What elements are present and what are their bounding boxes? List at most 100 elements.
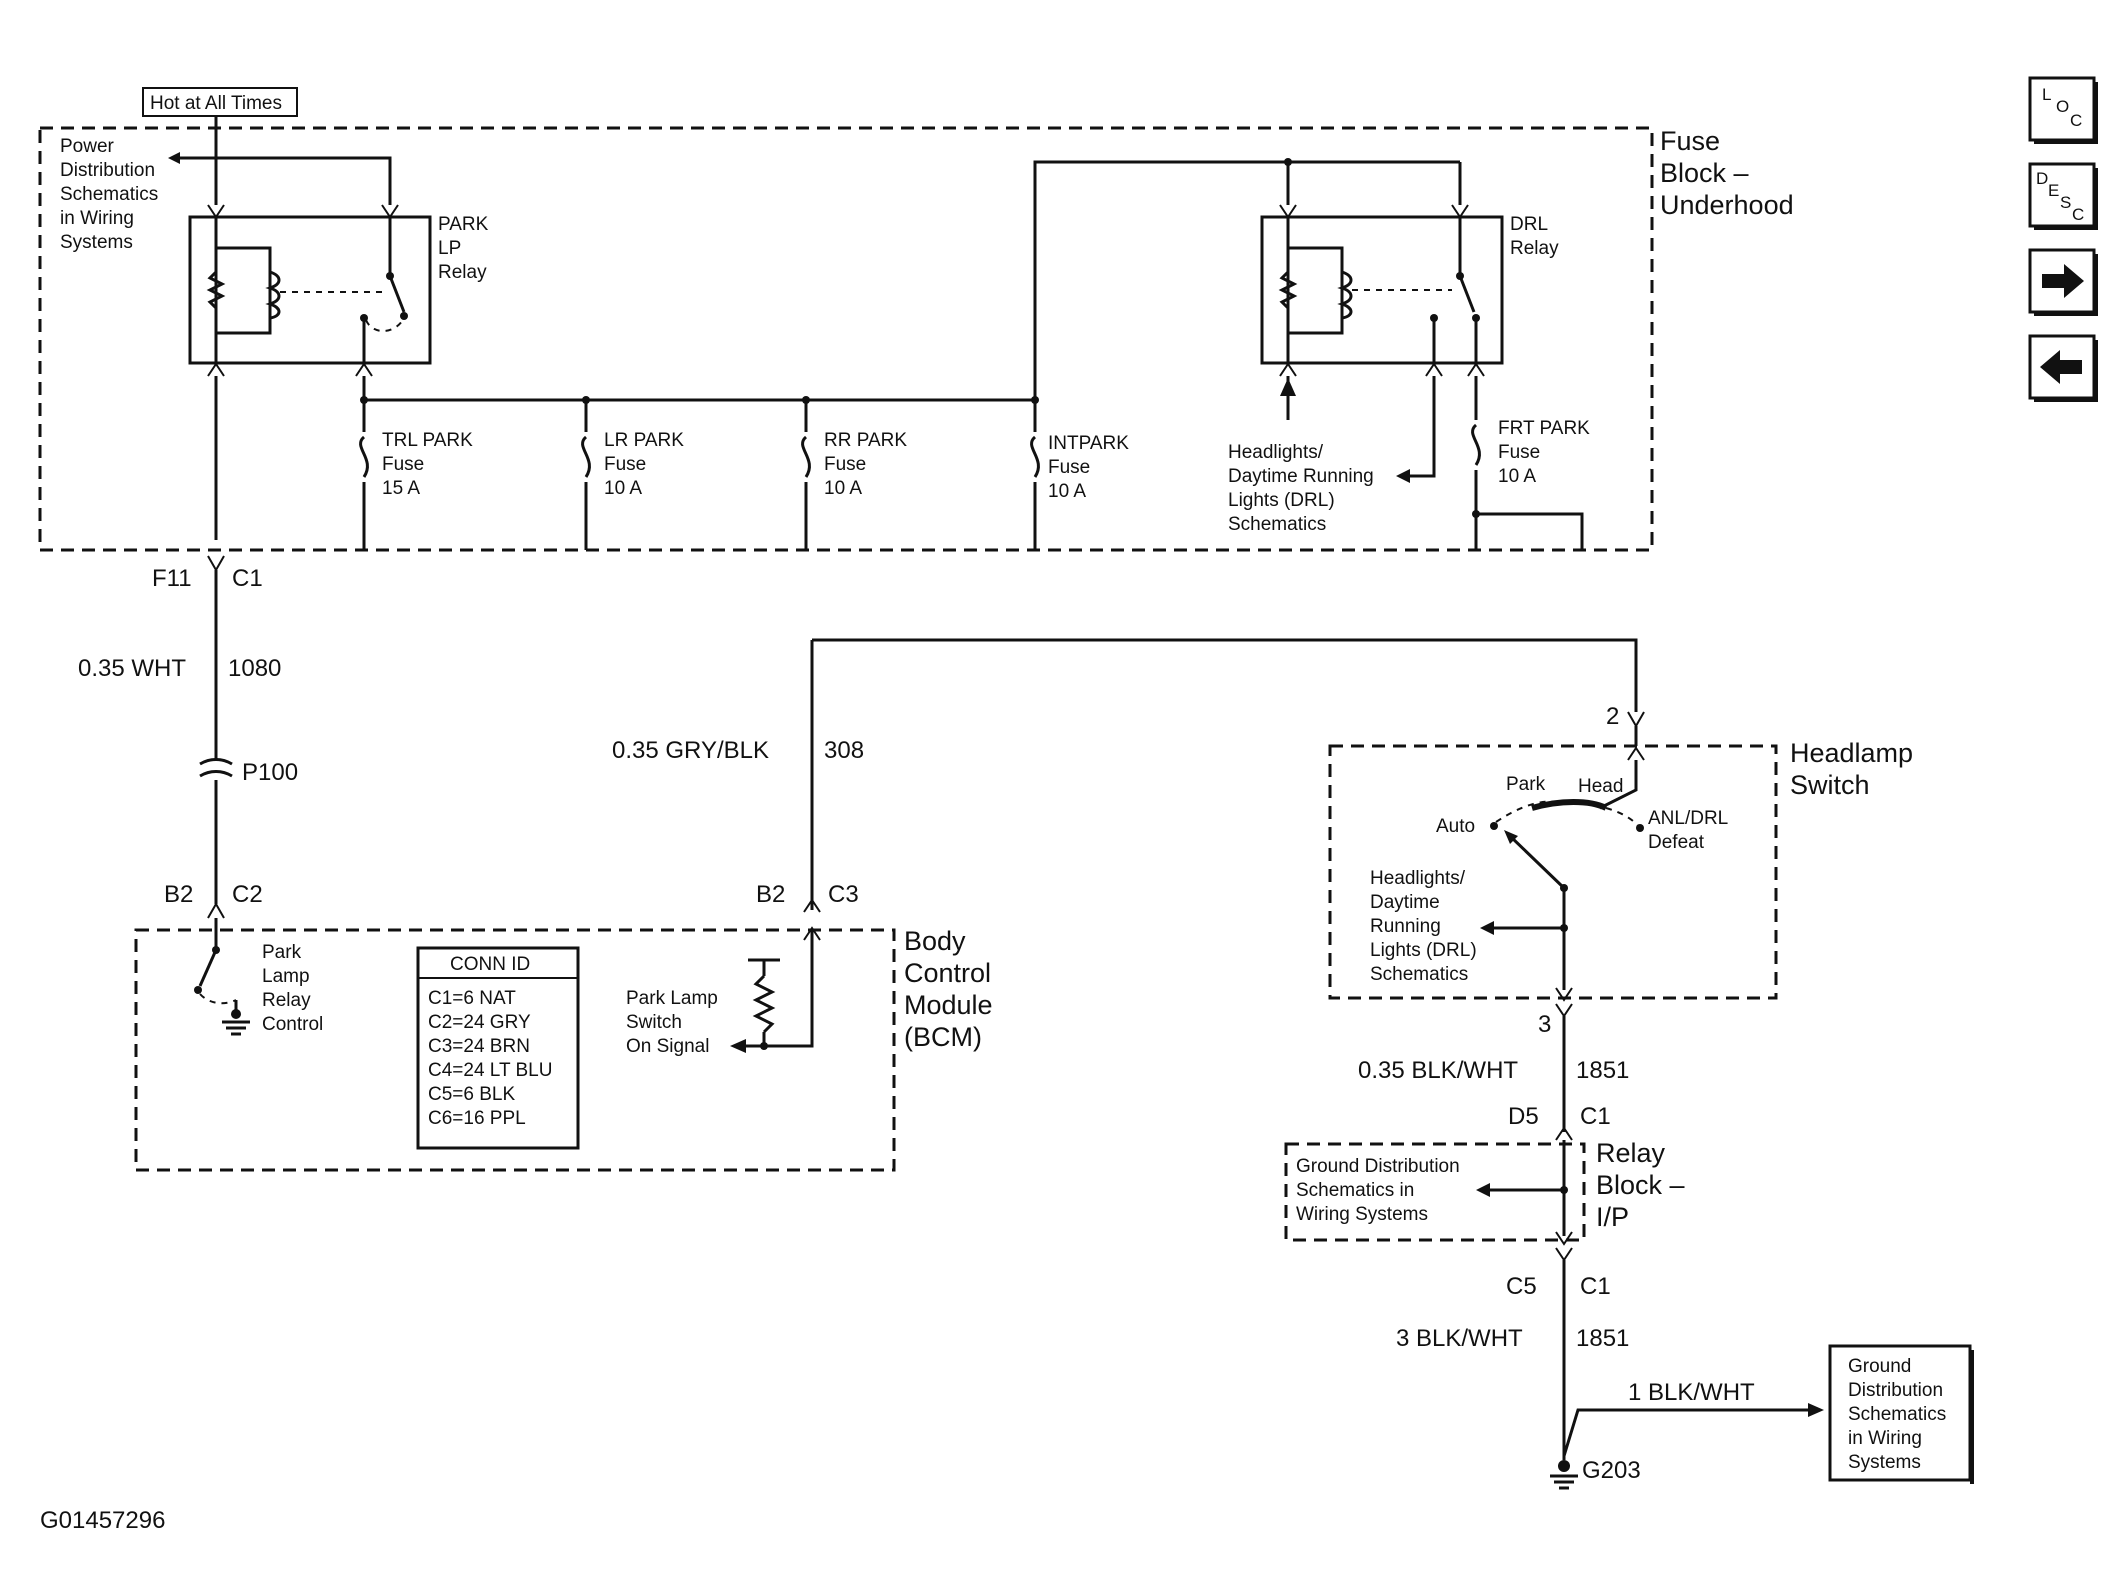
svg-text:(BCM): (BCM) bbox=[904, 1022, 982, 1052]
drl-relay: DRL Relay bbox=[1260, 204, 1559, 377]
svg-text:O: O bbox=[2056, 97, 2069, 116]
frt-park-fuse: FRT PARK Fuse 10 A bbox=[1470, 376, 1590, 550]
right-arrow-icon bbox=[2042, 264, 2084, 298]
svg-text:Ground Distribution: Ground Distribution bbox=[1296, 1156, 1460, 1177]
pin-2: 2 bbox=[1606, 703, 1619, 730]
connector-b2-right: B2 bbox=[756, 881, 785, 908]
park-lamp-relay-control-switch: Park Lamp Relay Control bbox=[194, 918, 323, 1036]
conn-id-title: CONN ID bbox=[450, 954, 530, 975]
svg-text:FRT PARK: FRT PARK bbox=[1498, 418, 1590, 439]
next-button[interactable] bbox=[2028, 248, 2098, 316]
svg-text:Schematics: Schematics bbox=[60, 184, 158, 205]
svg-text:10 A: 10 A bbox=[604, 478, 642, 499]
svg-text:Block –: Block – bbox=[1660, 158, 1749, 188]
svg-text:Fuse: Fuse bbox=[382, 454, 424, 475]
svg-text:Distribution: Distribution bbox=[1848, 1380, 1943, 1401]
svg-text:Fuse: Fuse bbox=[1048, 457, 1090, 478]
svg-text:Underhood: Underhood bbox=[1660, 190, 1794, 220]
power-distribution-label: Power Distribution Schematics in Wiring … bbox=[60, 136, 158, 253]
wire-1851b-circuit: 1851 bbox=[1576, 1325, 1629, 1352]
park-lp-relay: PARK LP Relay bbox=[188, 204, 489, 377]
fuse-block-title: Fuse Block – Underhood bbox=[1660, 126, 1794, 220]
svg-text:L: L bbox=[2042, 85, 2051, 104]
svg-text:in Wiring: in Wiring bbox=[1848, 1428, 1922, 1449]
svg-text:Park: Park bbox=[1506, 774, 1546, 795]
conn-id-row: C5=6 BLK bbox=[428, 1084, 515, 1105]
splice-p100: P100 bbox=[199, 758, 298, 786]
connector-f11: F11 bbox=[152, 565, 192, 592]
svg-text:Fuse: Fuse bbox=[604, 454, 646, 475]
lr-park-fuse: LR PARK Fuse 10 A bbox=[580, 400, 684, 550]
svg-text:Switch: Switch bbox=[626, 1012, 682, 1033]
svg-text:Fuse: Fuse bbox=[1498, 442, 1540, 463]
svg-text:15 A: 15 A bbox=[382, 478, 420, 499]
conn-id-row: C2=24 GRY bbox=[428, 1012, 531, 1033]
connector-c3: C3 bbox=[828, 881, 859, 908]
svg-text:Daytime Running: Daytime Running bbox=[1228, 466, 1374, 487]
wire-1851-gauge: 0.35 BLK/WHT bbox=[1358, 1057, 1518, 1084]
svg-text:Lights (DRL): Lights (DRL) bbox=[1370, 940, 1477, 961]
svg-text:10 A: 10 A bbox=[1498, 466, 1536, 487]
svg-text:Schematics: Schematics bbox=[1848, 1404, 1946, 1425]
svg-text:Daytime: Daytime bbox=[1370, 892, 1440, 913]
connector-c1-top: C1 bbox=[232, 565, 263, 592]
wire-308-circuit: 308 bbox=[824, 737, 864, 764]
relay-block-title: Relay Block – I/P bbox=[1596, 1138, 1685, 1232]
connector-c2: C2 bbox=[232, 881, 263, 908]
svg-text:Defeat: Defeat bbox=[1648, 832, 1705, 853]
svg-text:Headlights/: Headlights/ bbox=[1228, 442, 1324, 463]
prev-button[interactable] bbox=[2028, 334, 2098, 402]
trl-park-fuse: TRL PARK Fuse 15 A bbox=[358, 400, 473, 550]
svg-text:Power: Power bbox=[60, 136, 115, 157]
ground-distribution-relay-label: Ground Distribution Schematics in Wiring… bbox=[1296, 1156, 1460, 1225]
connector-c1-relay-bottom: C1 bbox=[1580, 1273, 1611, 1300]
wire-1851-circuit: 1851 bbox=[1576, 1057, 1629, 1084]
svg-text:Schematics in: Schematics in bbox=[1296, 1180, 1414, 1201]
svg-text:Control: Control bbox=[262, 1014, 323, 1035]
svg-text:Park: Park bbox=[262, 942, 302, 963]
conn-id-row: C4=24 LT BLU bbox=[428, 1060, 552, 1081]
svg-text:Headlamp: Headlamp bbox=[1790, 738, 1913, 768]
headlights-drl-fuse-label: Headlights/ Daytime Running Lights (DRL)… bbox=[1228, 442, 1374, 535]
svg-text:Relay: Relay bbox=[262, 990, 311, 1011]
svg-text:Systems: Systems bbox=[1848, 1452, 1921, 1473]
left-arrow-icon bbox=[2040, 350, 2082, 384]
figure-id: G01457296 bbox=[40, 1507, 165, 1534]
desc-button[interactable]: D E S C bbox=[2028, 162, 2098, 230]
svg-text:Head: Head bbox=[1578, 776, 1623, 797]
svg-text:in Wiring: in Wiring bbox=[60, 208, 134, 229]
ground-g203: G203 bbox=[1550, 1457, 1641, 1490]
svg-text:PARK: PARK bbox=[438, 214, 489, 235]
park-lamp-switch-signal: Park Lamp Switch On Signal bbox=[626, 930, 814, 1057]
svg-text:Block –: Block – bbox=[1596, 1170, 1685, 1200]
loc-button[interactable]: L O C bbox=[2028, 76, 2098, 144]
svg-text:Module: Module bbox=[904, 990, 993, 1020]
svg-text:Relay: Relay bbox=[1510, 238, 1559, 259]
svg-text:Lamp: Lamp bbox=[262, 966, 310, 987]
svg-text:G203: G203 bbox=[1582, 1457, 1641, 1484]
connector-b2-left: B2 bbox=[164, 881, 193, 908]
wire-308-gauge: 0.35 GRY/BLK bbox=[612, 737, 769, 764]
svg-text:ANL/DRL: ANL/DRL bbox=[1648, 808, 1728, 829]
svg-text:Auto: Auto bbox=[1436, 816, 1475, 837]
wire-1851b-gauge: 3 BLK/WHT bbox=[1396, 1325, 1523, 1352]
conn-id-row: C1=6 NAT bbox=[428, 988, 516, 1009]
svg-text:10 A: 10 A bbox=[1048, 481, 1086, 502]
fuse-block-outline bbox=[38, 126, 1654, 552]
svg-text:Wiring Systems: Wiring Systems bbox=[1296, 1204, 1428, 1225]
bcm-outline bbox=[134, 928, 896, 1172]
svg-text:TRL PARK: TRL PARK bbox=[382, 430, 473, 451]
wire-1080-gauge: 0.35 WHT bbox=[78, 655, 186, 682]
svg-text:On Signal: On Signal bbox=[626, 1036, 709, 1057]
hot-at-all-times-box: Hot at All Times bbox=[142, 87, 298, 117]
bcm-title: Body Control Module (BCM) bbox=[904, 926, 993, 1052]
svg-text:INTPARK: INTPARK bbox=[1048, 433, 1129, 454]
svg-text:Schematics: Schematics bbox=[1370, 964, 1468, 985]
svg-text:DRL: DRL bbox=[1510, 214, 1548, 235]
intpark-fuse: INTPARK Fuse 10 A bbox=[1029, 400, 1129, 550]
svg-text:LR PARK: LR PARK bbox=[604, 430, 684, 451]
svg-text:Distribution: Distribution bbox=[60, 160, 155, 181]
conn-id-row: C6=16 PPL bbox=[428, 1108, 526, 1129]
svg-text:Relay: Relay bbox=[1596, 1138, 1666, 1168]
